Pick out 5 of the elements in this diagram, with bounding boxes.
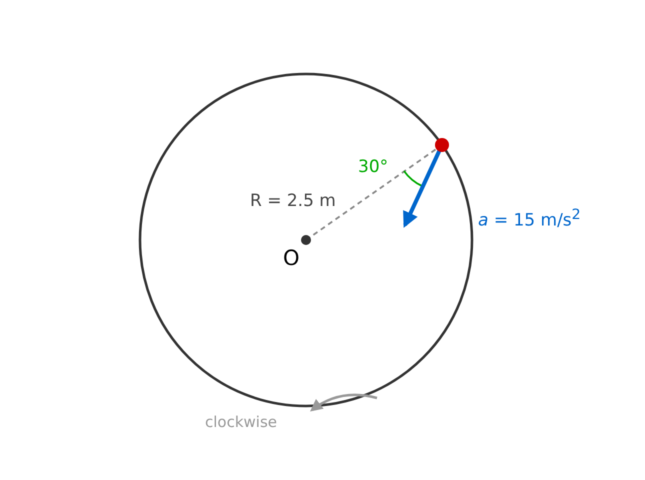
acceleration-label: a = 15 m/s$^{2}$ [478, 208, 581, 230]
center-label: O [283, 247, 300, 270]
direction-label: clockwise [205, 414, 278, 430]
radius-label: R = 2.5 m [250, 192, 336, 211]
angle-label: 30° [358, 158, 388, 177]
